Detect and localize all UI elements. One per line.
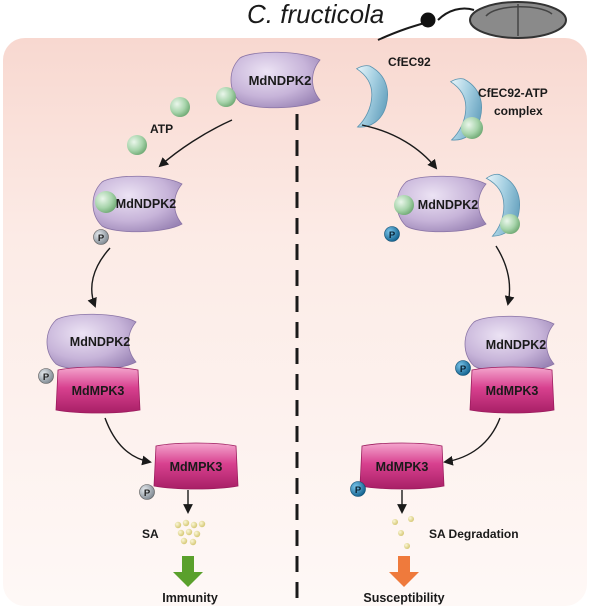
svg-text:MdMPK3: MdMPK3 [72,384,125,398]
svg-text:P: P [43,372,50,383]
arrow-mpk3-activation [104,417,152,466]
ndpk2-atp-bound: MdNDPK2 P [92,175,183,245]
susceptibility-arrow [389,556,419,587]
ndpk2-effector-bound: MdNDPK2 P [384,171,526,242]
svg-text:MdNDPK2: MdNDPK2 [486,338,546,352]
svg-text:MdNDPK2: MdNDPK2 [249,73,312,88]
ndpk2-mpk3-complex-right: MdNDPK2 MdMPK3 P [455,315,555,414]
svg-text:MdMPK3: MdMPK3 [170,460,223,474]
immunity-arrow [173,556,203,587]
fungus-spore-icon [377,1,567,41]
mpk3-active-left: MdMPK3 P [139,442,239,500]
phosphate-icon [93,229,109,245]
svg-text:MdNDPK2: MdNDPK2 [70,335,130,349]
ndpk2-mpk3-complex-left: MdNDPK2 MdMPK3 P [38,313,141,414]
svg-text:P: P [355,485,362,496]
mpk3-right: MdMPK3 P [350,442,445,497]
complex-label-line2: complex [494,104,543,118]
arrow-atp-binding [158,119,233,168]
phosphate-icon [350,481,366,497]
svg-text:P: P [144,488,151,499]
svg-text:MdNDPK2: MdNDPK2 [418,198,478,212]
atp-molecule [127,135,147,155]
arrow-phospho-transfer-right [495,245,515,306]
arrow-mpk3-right [443,417,501,466]
arrow-phospho-transfer [87,247,111,308]
immunity-label: Immunity [162,591,218,605]
salicylic-acid-dots-left [174,519,206,546]
atp-label: ATP [150,122,173,136]
salicylic-acid-dots-right [392,516,414,549]
svg-text:MdMPK3: MdMPK3 [376,460,429,474]
svg-text:P: P [98,233,105,244]
ndpk2-top: MdNDPK2 [230,51,321,109]
susceptibility-label: Susceptibility [363,591,444,605]
cfec92-label: CfEC92 [388,55,431,69]
phosphate-icon [38,368,54,384]
cfec92-atp-complex [435,75,490,147]
sa-degradation-label: SA Degradation [429,527,519,541]
phosphate-icon [455,360,471,376]
organism-title: C. fructicola [247,0,384,29]
arrow-effector-binding [361,124,438,170]
svg-text:MdNDPK2: MdNDPK2 [116,197,176,211]
svg-text:P: P [389,230,396,241]
atp-molecule [216,87,236,107]
atp-molecule [170,97,190,117]
phosphate-icon [384,226,400,242]
svg-text:MdMPK3: MdMPK3 [486,384,539,398]
svg-text:P: P [460,364,467,375]
complex-label-line1: CfEC92-ATP [478,86,548,100]
sa-label-left: SA [142,527,159,541]
phosphate-icon [139,484,155,500]
